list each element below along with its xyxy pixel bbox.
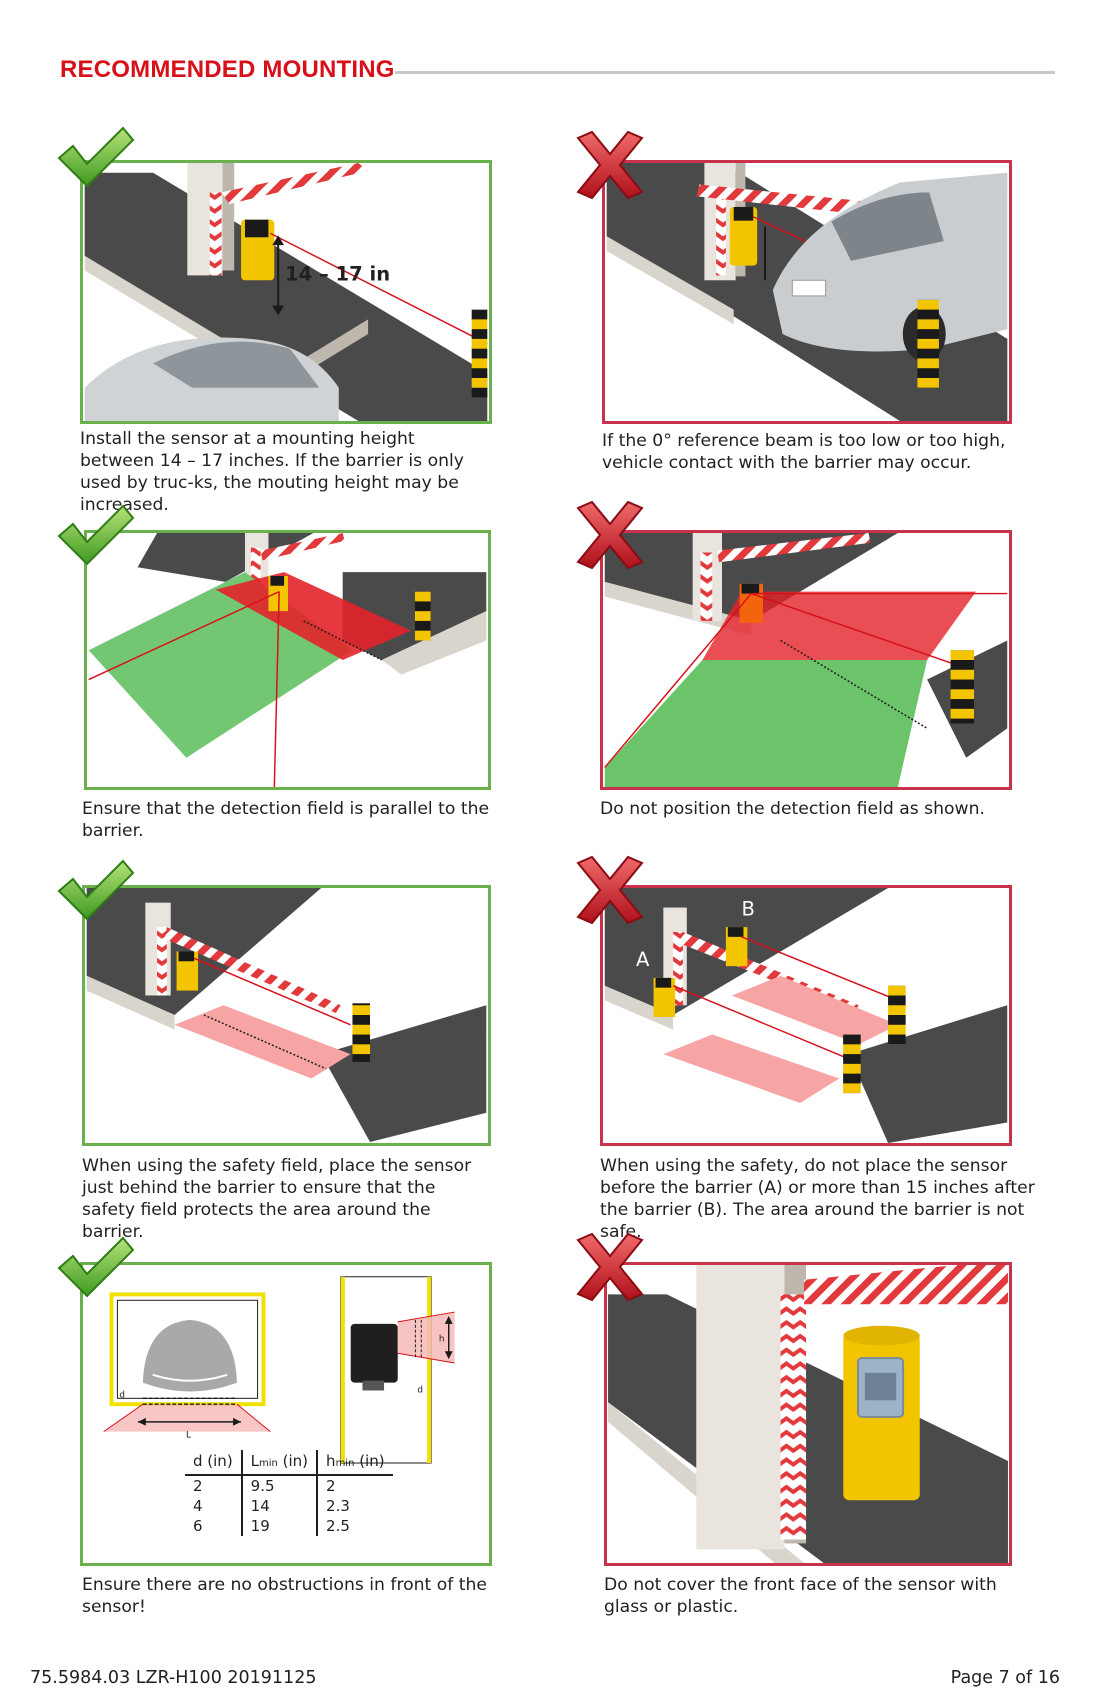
- parallel-field-illustration: [88, 533, 487, 787]
- table-row: 6 19 2.5: [185, 1516, 393, 1536]
- spec-table: d (in) Lmin (in) hmin (in) 2 9.5 2 4 14 …: [185, 1450, 393, 1536]
- panel-beam-height-incorrect: [602, 160, 1012, 424]
- angled-field-illustration: [604, 533, 1008, 787]
- diagram-label-d: d: [119, 1390, 125, 1400]
- check-mark-icon: [55, 122, 135, 192]
- spec-table-header: d (in) Lmin (in) hmin (in): [185, 1450, 393, 1476]
- height-dimension-label: 14 – 17 in: [285, 262, 390, 285]
- panel-cover-incorrect: [604, 1262, 1012, 1566]
- panel-8-caption: Do not cover the front face of the senso…: [604, 1575, 997, 1617]
- header-hmin: hmin (in): [317, 1450, 393, 1476]
- cross-mark-icon: [570, 855, 650, 925]
- cross-mark-icon: [570, 130, 650, 200]
- panel-2-caption: If the 0° reference beam is too low or t…: [602, 431, 1006, 473]
- check-mark-icon: [55, 500, 135, 570]
- panel-4-caption: Do not position the detection field as s…: [600, 799, 985, 819]
- document-id: 75.5984.03 LZR-H100 20191125: [30, 1668, 317, 1688]
- safety-field-illustration: [86, 888, 487, 1143]
- check-mark-icon: [55, 1232, 135, 1302]
- diagram-label-d-side: d: [417, 1385, 423, 1395]
- diagram-label-h: h: [439, 1334, 445, 1344]
- panel-6-caption: When using the safety, do not place the …: [600, 1156, 1035, 1242]
- panel-mounting-height-correct: 14 – 17 in: [80, 160, 492, 424]
- mounting-height-illustration: 14 – 17 in: [84, 163, 488, 421]
- cross-mark-icon: [570, 500, 650, 570]
- panel-parallel-field-correct: [84, 530, 491, 790]
- header-d: d (in): [185, 1450, 243, 1476]
- page-title: RECOMMENDED MOUNTING: [60, 56, 395, 83]
- beam-height-illustration: [606, 163, 1008, 421]
- safety-position-illustration: A B: [604, 888, 1008, 1143]
- panel-safety-field-correct: [82, 885, 491, 1146]
- panel-5-caption: When using the safety field, place the s…: [82, 1156, 472, 1242]
- header-lmin: Lmin (in): [241, 1450, 319, 1476]
- panel-safety-position-incorrect: A B: [600, 885, 1012, 1146]
- title-rule: [395, 71, 1055, 74]
- panel-7-caption: Ensure there are no obstructions in fron…: [82, 1575, 487, 1617]
- check-mark-icon: [55, 855, 135, 925]
- table-row: 2 9.5 2: [185, 1475, 393, 1496]
- panel-1-caption: Install the sensor at a mounting height …: [80, 429, 464, 515]
- cross-mark-icon: [570, 1232, 650, 1302]
- label-a: A: [636, 948, 650, 971]
- label-b: B: [742, 897, 755, 920]
- page-number: Page 7 of 16: [950, 1668, 1060, 1688]
- obstruction-diagram: L d h d: [103, 1276, 455, 1464]
- panel-angled-field-incorrect: [600, 530, 1012, 790]
- table-row: 4 14 2.3: [185, 1496, 393, 1516]
- panel-3-caption: Ensure that the detection field is paral…: [82, 799, 490, 841]
- diagram-label-l: L: [186, 1431, 191, 1441]
- sensor-cover-illustration: [608, 1265, 1008, 1563]
